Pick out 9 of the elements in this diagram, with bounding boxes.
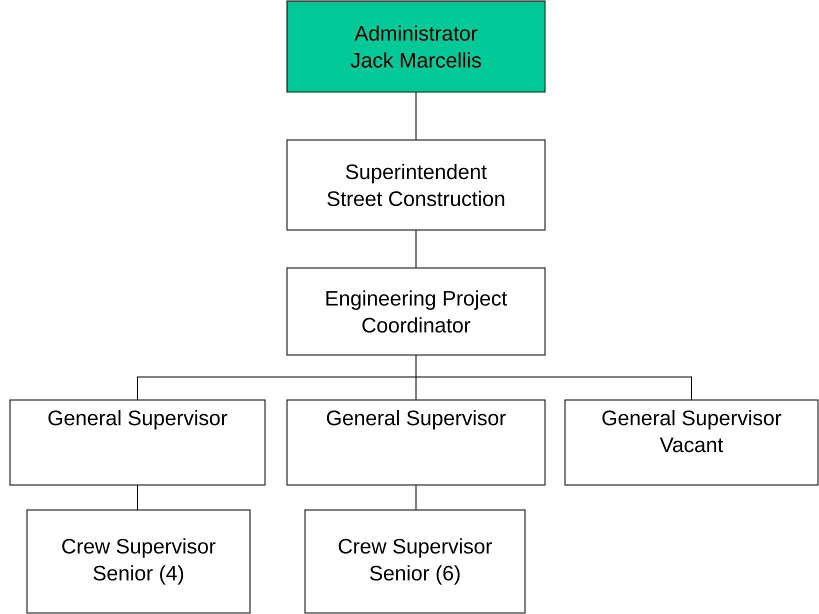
- org-box: General Supervisor: [286, 399, 546, 486]
- org-box: Superintendent Street Construction: [286, 139, 546, 230]
- connector-line: [137, 485, 138, 510]
- org-box: Crew Supervisor Senior (6): [304, 509, 526, 614]
- org-box: Crew Supervisor Senior (4): [26, 509, 250, 614]
- org-box: General Supervisor Vacant: [564, 399, 818, 486]
- org-box: General Supervisor: [10, 399, 266, 486]
- org-box: Engineering Project Coordinator: [286, 267, 546, 356]
- org-box: Administrator Jack Marcellis: [286, 0, 546, 92]
